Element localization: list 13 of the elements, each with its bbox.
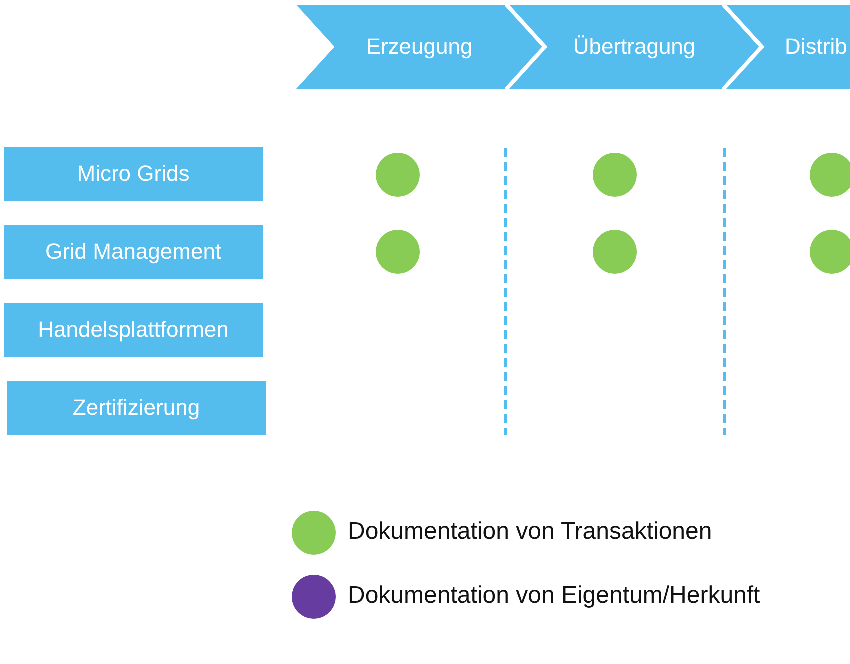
category-label: Grid Management — [45, 239, 222, 265]
category-label: Zertifizierung — [72, 395, 200, 421]
stage-label: Distrib — [785, 34, 848, 60]
legend-text: Dokumentation von Transaktionen — [348, 517, 714, 547]
category-label: Handelsplattformen — [38, 317, 229, 343]
category-box — [4, 225, 263, 279]
stage-label: Erzeugung — [366, 34, 473, 60]
category-box — [4, 147, 263, 201]
category-box — [7, 381, 266, 435]
category-box — [4, 303, 263, 357]
category-label: Micro Grids — [77, 161, 190, 187]
stage-label: Übertragung — [573, 34, 696, 60]
legend-text: Dokumentation von Eigentum/Herkunft — [348, 581, 762, 611]
